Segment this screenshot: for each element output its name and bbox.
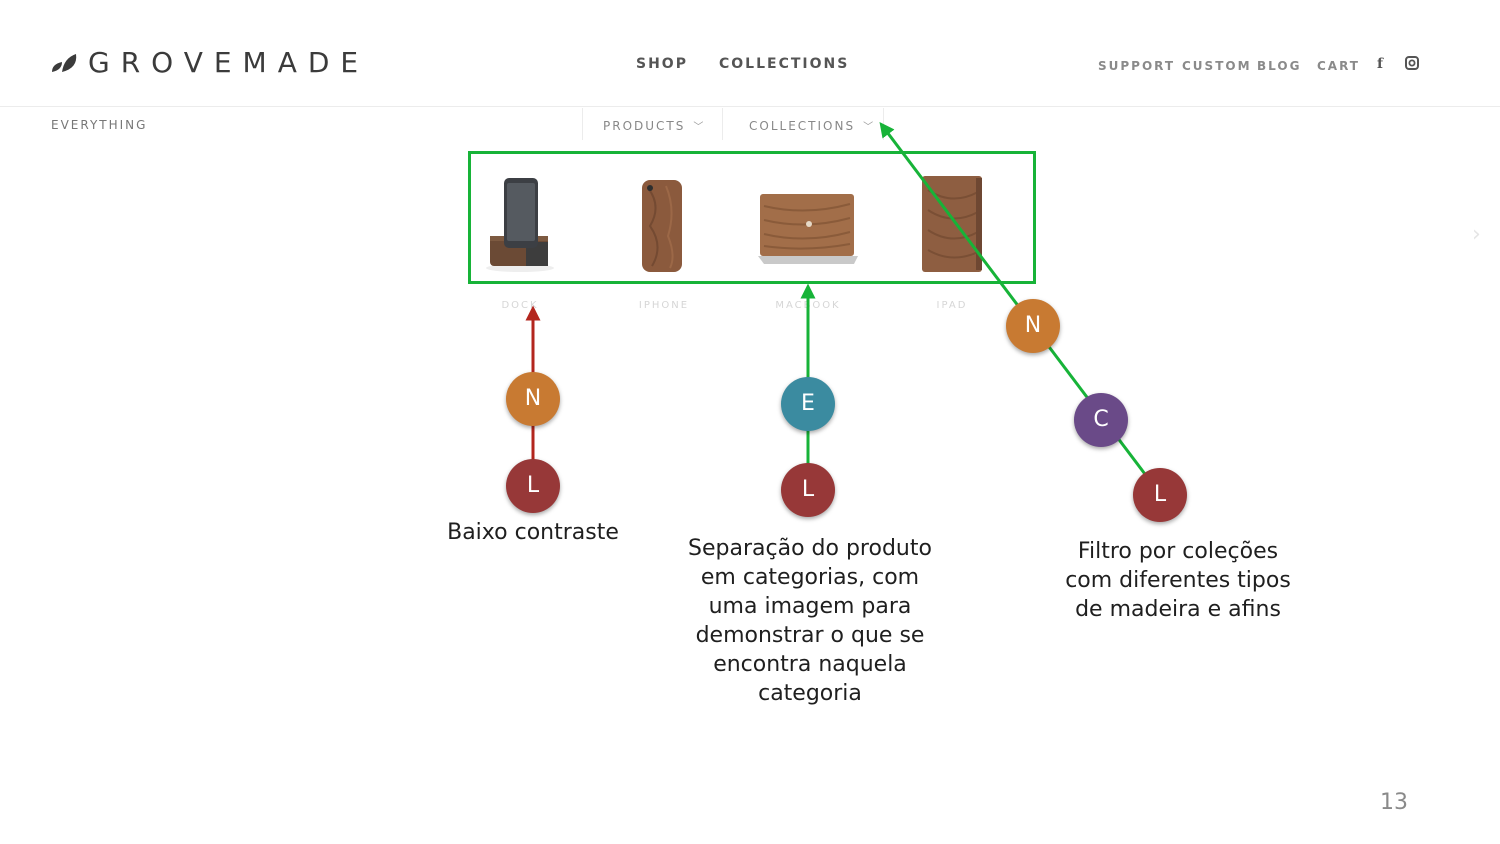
annotation-line: Filtro por coleções xyxy=(1077,539,1279,564)
collections-dropdown[interactable]: COLLECTIONS ﹀ xyxy=(749,118,875,133)
chevron-down-icon: ﹀ xyxy=(863,122,876,133)
dock-image[interactable] xyxy=(484,170,564,278)
logo[interactable]: GROVEMADE xyxy=(50,44,369,80)
nav-collections[interactable]: COLLECTIONS xyxy=(719,56,850,72)
iphone-case-image[interactable] xyxy=(636,176,688,278)
product-label-iphone[interactable]: IPHONE xyxy=(638,300,690,311)
badge-n-collections: N xyxy=(1006,299,1060,353)
badge-l-categories: L xyxy=(781,463,835,517)
annotation-line: de madeira e afins xyxy=(1075,597,1281,622)
subnav-divider xyxy=(722,108,723,140)
macbook-skin-image[interactable] xyxy=(756,186,862,270)
leaf-logo-icon xyxy=(52,54,77,72)
products-dropdown-label: PRODUCTS xyxy=(603,119,686,133)
annotation-line: uma imagem para xyxy=(708,594,912,619)
logo-text: GROVEMADE xyxy=(88,45,370,79)
product-label-ipad[interactable]: IPAD xyxy=(936,300,968,311)
annotation-line: encontra naquela xyxy=(713,652,907,677)
annotation-line: categoria xyxy=(758,681,862,706)
badge-n-contrast: N xyxy=(506,372,560,426)
collections-dropdown-label: COLLECTIONS xyxy=(749,119,856,133)
products-dropdown[interactable]: PRODUCTS ﹀ xyxy=(603,118,705,133)
annotation-text-collections: Filtro por coleções com diferentes tipos… xyxy=(1040,537,1316,624)
annotation-line: em categorias, com xyxy=(700,565,920,590)
nav-blog[interactable]: BLOG xyxy=(1257,59,1302,73)
nav-cart[interactable]: CART xyxy=(1317,59,1360,73)
subnav-everything[interactable]: EVERYTHING xyxy=(51,118,148,132)
nav-shop[interactable]: SHOP xyxy=(636,56,688,72)
carousel-next-icon[interactable]: › xyxy=(1472,222,1481,247)
categories-highlight-box xyxy=(468,151,1036,284)
nav-support[interactable]: SUPPORT xyxy=(1098,59,1176,73)
page-number: 13 xyxy=(1380,790,1408,815)
instagram-icon[interactable] xyxy=(1404,56,1420,72)
badge-l-collections: L xyxy=(1133,468,1187,522)
badge-l-contrast: L xyxy=(506,459,560,513)
nav-custom[interactable]: CUSTOM xyxy=(1182,59,1252,73)
badge-c-collections: C xyxy=(1074,393,1128,447)
annotation-line: Separação do produto xyxy=(688,536,932,561)
facebook-icon[interactable]: f xyxy=(1376,56,1384,72)
header-divider xyxy=(0,106,1500,107)
annotation-line: demonstrar o que se xyxy=(695,623,925,648)
chevron-down-icon: ﹀ xyxy=(693,122,706,133)
annotation-text-contrast: Baixo contraste xyxy=(447,520,619,545)
badge-e-categories: E xyxy=(781,377,835,431)
annotation-line: com diferentes tipos xyxy=(1065,568,1291,593)
product-label-dock[interactable]: DOCK xyxy=(501,300,539,311)
annotation-text-categories: Separação do produto em categorias, com … xyxy=(660,534,960,708)
